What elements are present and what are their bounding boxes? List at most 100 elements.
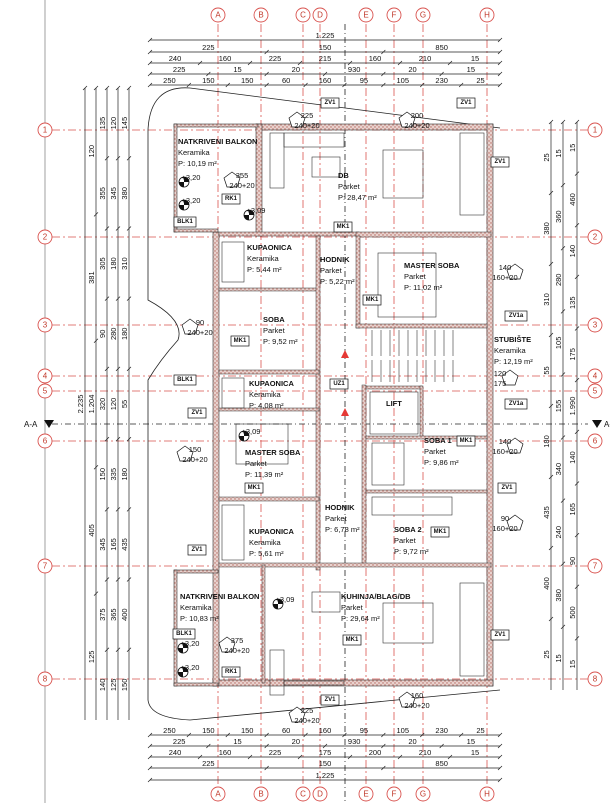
dimension-label: 380 (542, 222, 551, 235)
dimension-label: 240 (554, 526, 563, 539)
grid-bubble-6 (37, 433, 53, 449)
dimension-label: 210 (419, 748, 432, 757)
bottom-dimension-tick (347, 754, 353, 760)
grid-label-F: F (392, 11, 397, 20)
grid-label-1: 1 (43, 126, 48, 135)
dimension-label: 930 (348, 737, 361, 746)
level-icon-fill (178, 667, 188, 677)
tag-box (329, 378, 349, 390)
element-tag: MK1 (244, 482, 264, 494)
window-height: 240+20 (187, 328, 212, 337)
bottom-dimension-tick (458, 732, 464, 738)
element-tag: RK1 (221, 666, 241, 678)
dimension-label: 60 (282, 726, 290, 735)
exterior-wall (486, 123, 494, 687)
room-floor: Parket (320, 266, 343, 275)
dimension-label: 145 (120, 117, 129, 130)
element-tag: ZV1 (320, 694, 340, 706)
dimension-label: 180 (542, 435, 551, 448)
room-name: SOBA (263, 315, 285, 324)
grid-label-6: 6 (43, 437, 48, 446)
bottom-dimension-tick (381, 743, 386, 749)
tag-text: MK1 (337, 224, 350, 230)
section-marker-left: A-A (24, 420, 54, 429)
walls (173, 123, 494, 687)
site-boundary (147, 87, 501, 721)
dimension-label: 175 (319, 748, 332, 757)
room-floor: Parket (341, 603, 364, 612)
dimension-label: 20 (292, 65, 300, 74)
element-tag: ZV1a (504, 310, 528, 322)
left-dimension-tick (104, 366, 110, 372)
dimension-label: 160 (369, 54, 382, 63)
top-dimension-tick (147, 60, 153, 66)
left-dimension-tick (126, 296, 132, 301)
dimension-label: 120 (109, 398, 118, 411)
bottom-dimension-tick (497, 732, 503, 738)
dimension-label: 140 (568, 245, 577, 258)
dimension-label: 365 (109, 608, 118, 621)
tag-text: ZV1 (324, 100, 336, 106)
dimension-label: 25 (542, 650, 551, 658)
window-width: 160 (411, 691, 424, 700)
dimension-label: 150 (98, 468, 107, 481)
dimension-label: 2.235 (76, 395, 85, 414)
dimension-label: 380 (120, 187, 129, 200)
grid-label-E: E (363, 790, 368, 799)
grid-label-A: A (215, 790, 221, 799)
window-height: 240+20 (294, 121, 319, 130)
room-area: P: 4,08 m² (249, 401, 284, 410)
bottom-dimension-tick (264, 765, 269, 771)
grid-bubble-1 (37, 122, 53, 138)
room-floor: Parket (245, 459, 268, 468)
grid-bubble-7 (587, 558, 603, 574)
top-dimension-tick (303, 82, 308, 88)
right-dimension-tick (548, 190, 554, 196)
level-marker: +3,20 (178, 173, 200, 188)
dimension-label: 95 (360, 726, 368, 735)
level-value: +3,09 (242, 427, 261, 436)
dimension-label: 400 (542, 577, 551, 590)
bottom-dimension-tick (225, 732, 231, 738)
grid-bubble-G (415, 786, 431, 802)
grid-bubble-A (210, 786, 226, 802)
grid-label-B: B (258, 790, 263, 799)
right-dimension-tick (560, 182, 566, 188)
room-floor: Keramika (247, 254, 280, 263)
element-tag: ZV1 (490, 156, 510, 168)
window-width: 375 (231, 636, 244, 645)
room-floor: Parket (263, 326, 286, 335)
tag-text: ZV1 (460, 100, 472, 106)
bottom-dimension-tick (381, 732, 386, 738)
right-dimension-tick (574, 326, 580, 331)
furniture-item (382, 602, 434, 644)
dimension-label: 90 (568, 557, 577, 565)
dimension-label: 240 (169, 54, 182, 63)
dimension-label: 345 (98, 538, 107, 551)
top-dimension-tick (147, 49, 153, 55)
grid-bubble-E (358, 7, 374, 23)
dimension-label: 55 (120, 400, 129, 408)
dimension-label: 25 (476, 76, 484, 85)
tag-text: MK1 (248, 485, 261, 491)
room-area: P: 9,86 m² (424, 458, 459, 467)
dimension-label: 160 (319, 726, 332, 735)
dimension-label: 15 (467, 737, 475, 746)
dimension-label: 381 (87, 271, 96, 284)
grid-label-H: H (484, 790, 490, 799)
right-dimension-tick (548, 261, 554, 267)
top-dimension-tick (342, 82, 347, 88)
bottom-dimension-tick (322, 743, 328, 749)
dimension-label: 165 (568, 503, 577, 516)
bottom-dimension-tick (397, 754, 403, 760)
dimension-label: 25 (542, 153, 551, 161)
grid-label-D: D (317, 790, 323, 799)
dimension-label: 1.204 (87, 395, 96, 414)
grid-label-7: 7 (43, 562, 48, 571)
